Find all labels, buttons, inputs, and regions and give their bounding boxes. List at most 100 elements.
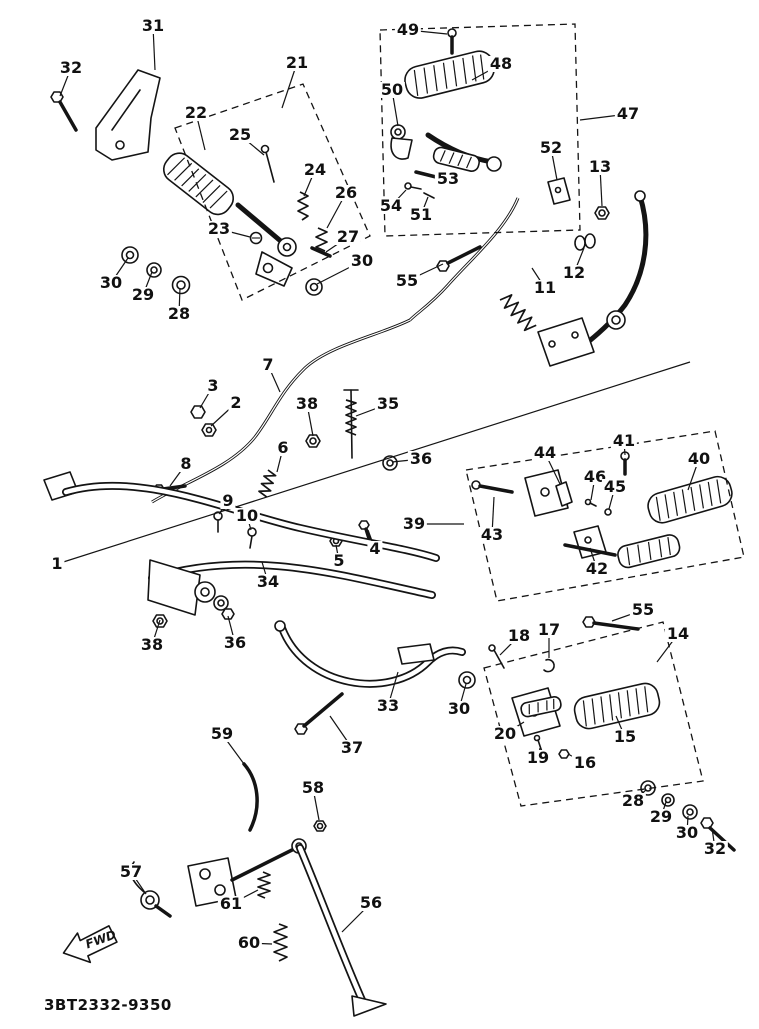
- bracket-31: [95, 69, 161, 161]
- callout-41: 41: [610, 431, 638, 450]
- callout-27: 27: [334, 227, 362, 246]
- callout-31: 31: [139, 16, 167, 35]
- plate-52: [547, 177, 571, 205]
- washer-36-upper: [382, 455, 398, 471]
- callout-57: 57: [117, 862, 145, 881]
- washer-30-right: [682, 804, 698, 820]
- callout-37: 37: [338, 738, 366, 757]
- callout-42: 42: [583, 559, 611, 578]
- bracket-42: [563, 525, 681, 569]
- callout-52: 52: [537, 138, 565, 157]
- callout-7: 7: [260, 355, 276, 374]
- footrest-arm-47: [425, 132, 502, 172]
- side-stand-bracket: [187, 846, 298, 907]
- callout-29: 29: [129, 285, 157, 304]
- callout-23: 23: [205, 219, 233, 238]
- callout-14: 14: [664, 624, 692, 643]
- callout-24: 24: [301, 160, 329, 179]
- callout-30: 30: [445, 699, 473, 718]
- bracket-20: [511, 687, 562, 737]
- pin-54: [404, 182, 422, 190]
- callout-11: 11: [531, 278, 559, 297]
- spring-6: [258, 469, 277, 498]
- callout-29: 29: [647, 807, 675, 826]
- pin-46: [584, 498, 597, 507]
- screw-spring-35: [343, 389, 359, 459]
- bolt-23: [249, 231, 263, 245]
- bolt-55-upper: [436, 245, 482, 272]
- callout-39: 39: [400, 514, 428, 533]
- pin-18: [488, 644, 505, 669]
- leader-line-1: [56, 361, 691, 565]
- callout-55: 55: [393, 271, 421, 290]
- callout-35: 35: [374, 394, 402, 413]
- callout-18: 18: [505, 626, 533, 645]
- bolt-55-lower: [582, 616, 640, 631]
- callout-17: 17: [535, 620, 563, 639]
- callout-33: 33: [374, 696, 402, 715]
- bracket-50: [390, 124, 413, 160]
- stand-tube-33: [274, 620, 466, 688]
- callout-55: 55: [629, 600, 657, 619]
- nut-13: [594, 206, 610, 220]
- callout-43: 43: [478, 525, 506, 544]
- callout-49: 49: [394, 20, 422, 39]
- stand-tube-34: [147, 559, 436, 616]
- callout-58: 58: [299, 778, 327, 797]
- callout-48: 48: [487, 54, 515, 73]
- bolt-43: [471, 480, 514, 494]
- callout-36: 36: [407, 449, 435, 468]
- callout-34: 34: [254, 572, 282, 591]
- bolt-32-right: [700, 817, 736, 852]
- callout-40: 40: [685, 449, 713, 468]
- callout-22: 22: [182, 103, 210, 122]
- callout-38: 38: [293, 394, 321, 413]
- nut-38-lower: [152, 614, 168, 628]
- callout-53: 53: [434, 169, 462, 188]
- callout-3: 3: [205, 376, 221, 395]
- spring-24: [297, 191, 309, 221]
- callout-13: 13: [586, 157, 614, 176]
- assembly-group-47: [379, 23, 581, 237]
- bushing-28-left: [171, 275, 191, 295]
- callout-30: 30: [673, 823, 701, 842]
- footrest-rubber-15: [573, 682, 661, 730]
- callout-26: 26: [332, 183, 360, 202]
- washer-30-lower: [458, 671, 476, 689]
- spring-61: [257, 871, 271, 899]
- callout-30: 30: [97, 273, 125, 292]
- callout-8: 8: [178, 454, 194, 473]
- callout-25: 25: [226, 125, 254, 144]
- bracket-39: [524, 469, 569, 517]
- callout-38: 38: [138, 635, 166, 654]
- bolt-49: [447, 28, 457, 55]
- bolt-37: [294, 692, 344, 735]
- collar-12: [574, 233, 596, 251]
- stand-tube-1: [43, 471, 440, 562]
- nut-58: [313, 820, 327, 832]
- callout-45: 45: [601, 477, 629, 496]
- nut-38-upper: [305, 434, 321, 448]
- footrest-linkage-21: [235, 202, 297, 287]
- clip-17: [543, 658, 555, 673]
- callout-51: 51: [407, 205, 435, 224]
- callout-59: 59: [208, 724, 236, 743]
- spring-60: [273, 923, 288, 962]
- pin-10: [247, 527, 257, 549]
- callout-46: 46: [581, 467, 609, 486]
- callout-54: 54: [377, 196, 405, 215]
- brake-pedal-lever: [537, 190, 649, 367]
- callout-10: 10: [233, 506, 261, 525]
- assembly-group-21: [174, 83, 371, 301]
- callout-47: 47: [614, 104, 642, 123]
- callout-60: 60: [235, 933, 263, 952]
- callout-32: 32: [57, 58, 85, 77]
- callout-36: 36: [221, 633, 249, 652]
- callout-44: 44: [531, 443, 559, 462]
- footrest-rubber-40: [647, 475, 733, 524]
- callout-1: 1: [49, 554, 65, 573]
- pin-25: [260, 144, 275, 183]
- bushing-29-left: [146, 262, 162, 278]
